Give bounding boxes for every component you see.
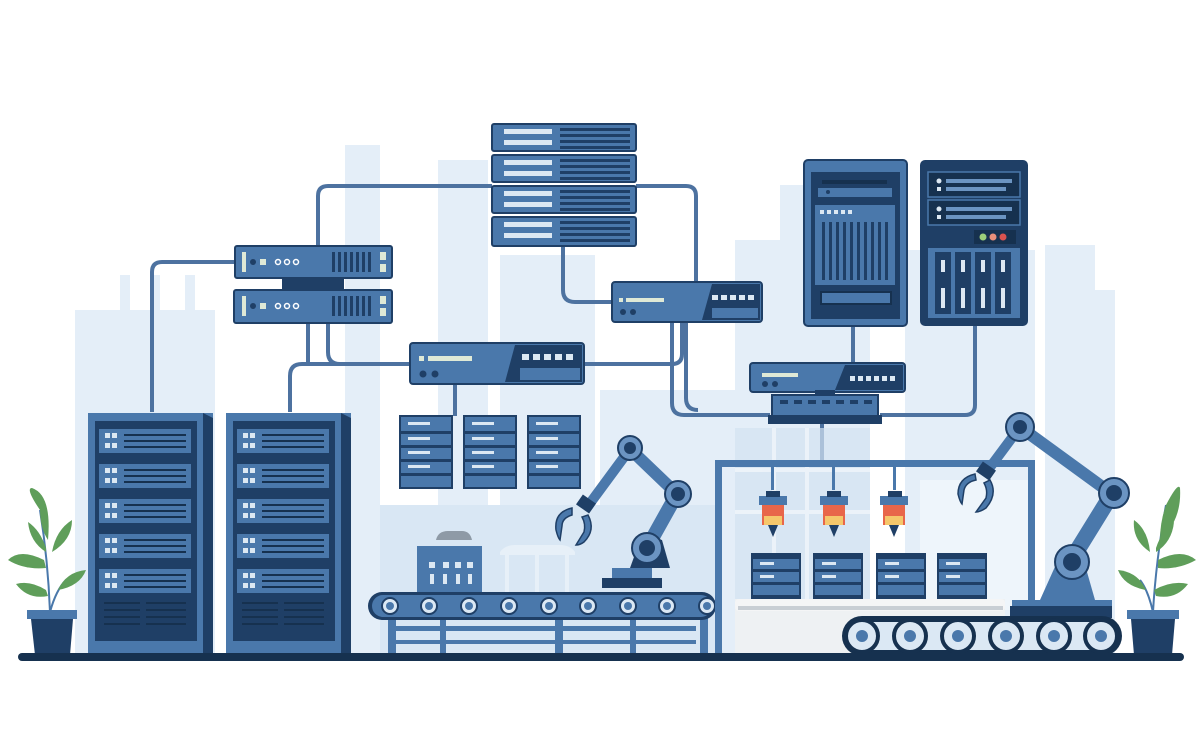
cabinet-right: [920, 160, 1028, 326]
assembly-nozzles: [759, 467, 908, 537]
plant-left: [8, 488, 86, 655]
tall-server-b: [226, 413, 351, 655]
floor-line: [18, 653, 1184, 661]
top-server-stack: [491, 123, 637, 247]
right-conveyor: [735, 599, 1122, 656]
status-led-red: [999, 233, 1007, 241]
product-blocks: [751, 553, 987, 599]
router-right: [611, 281, 763, 323]
machine-block: [417, 531, 482, 592]
left-switch-stack: [233, 245, 393, 324]
left-conveyor: [368, 531, 716, 655]
router-lower: [749, 362, 906, 424]
tall-server-a: [88, 413, 213, 655]
cabinet-left: [803, 159, 908, 327]
router-center: [409, 342, 585, 385]
network-cables: [150, 184, 977, 465]
robot-arm-left: [555, 435, 692, 588]
status-led-green: [979, 233, 987, 241]
status-led-orange: [989, 233, 997, 241]
table-frame: [500, 545, 575, 592]
hanging-server-modules: [399, 415, 581, 489]
robot-arm-right: [957, 412, 1130, 600]
assembly-frame: [715, 428, 1035, 655]
plant-right: [1118, 486, 1196, 655]
